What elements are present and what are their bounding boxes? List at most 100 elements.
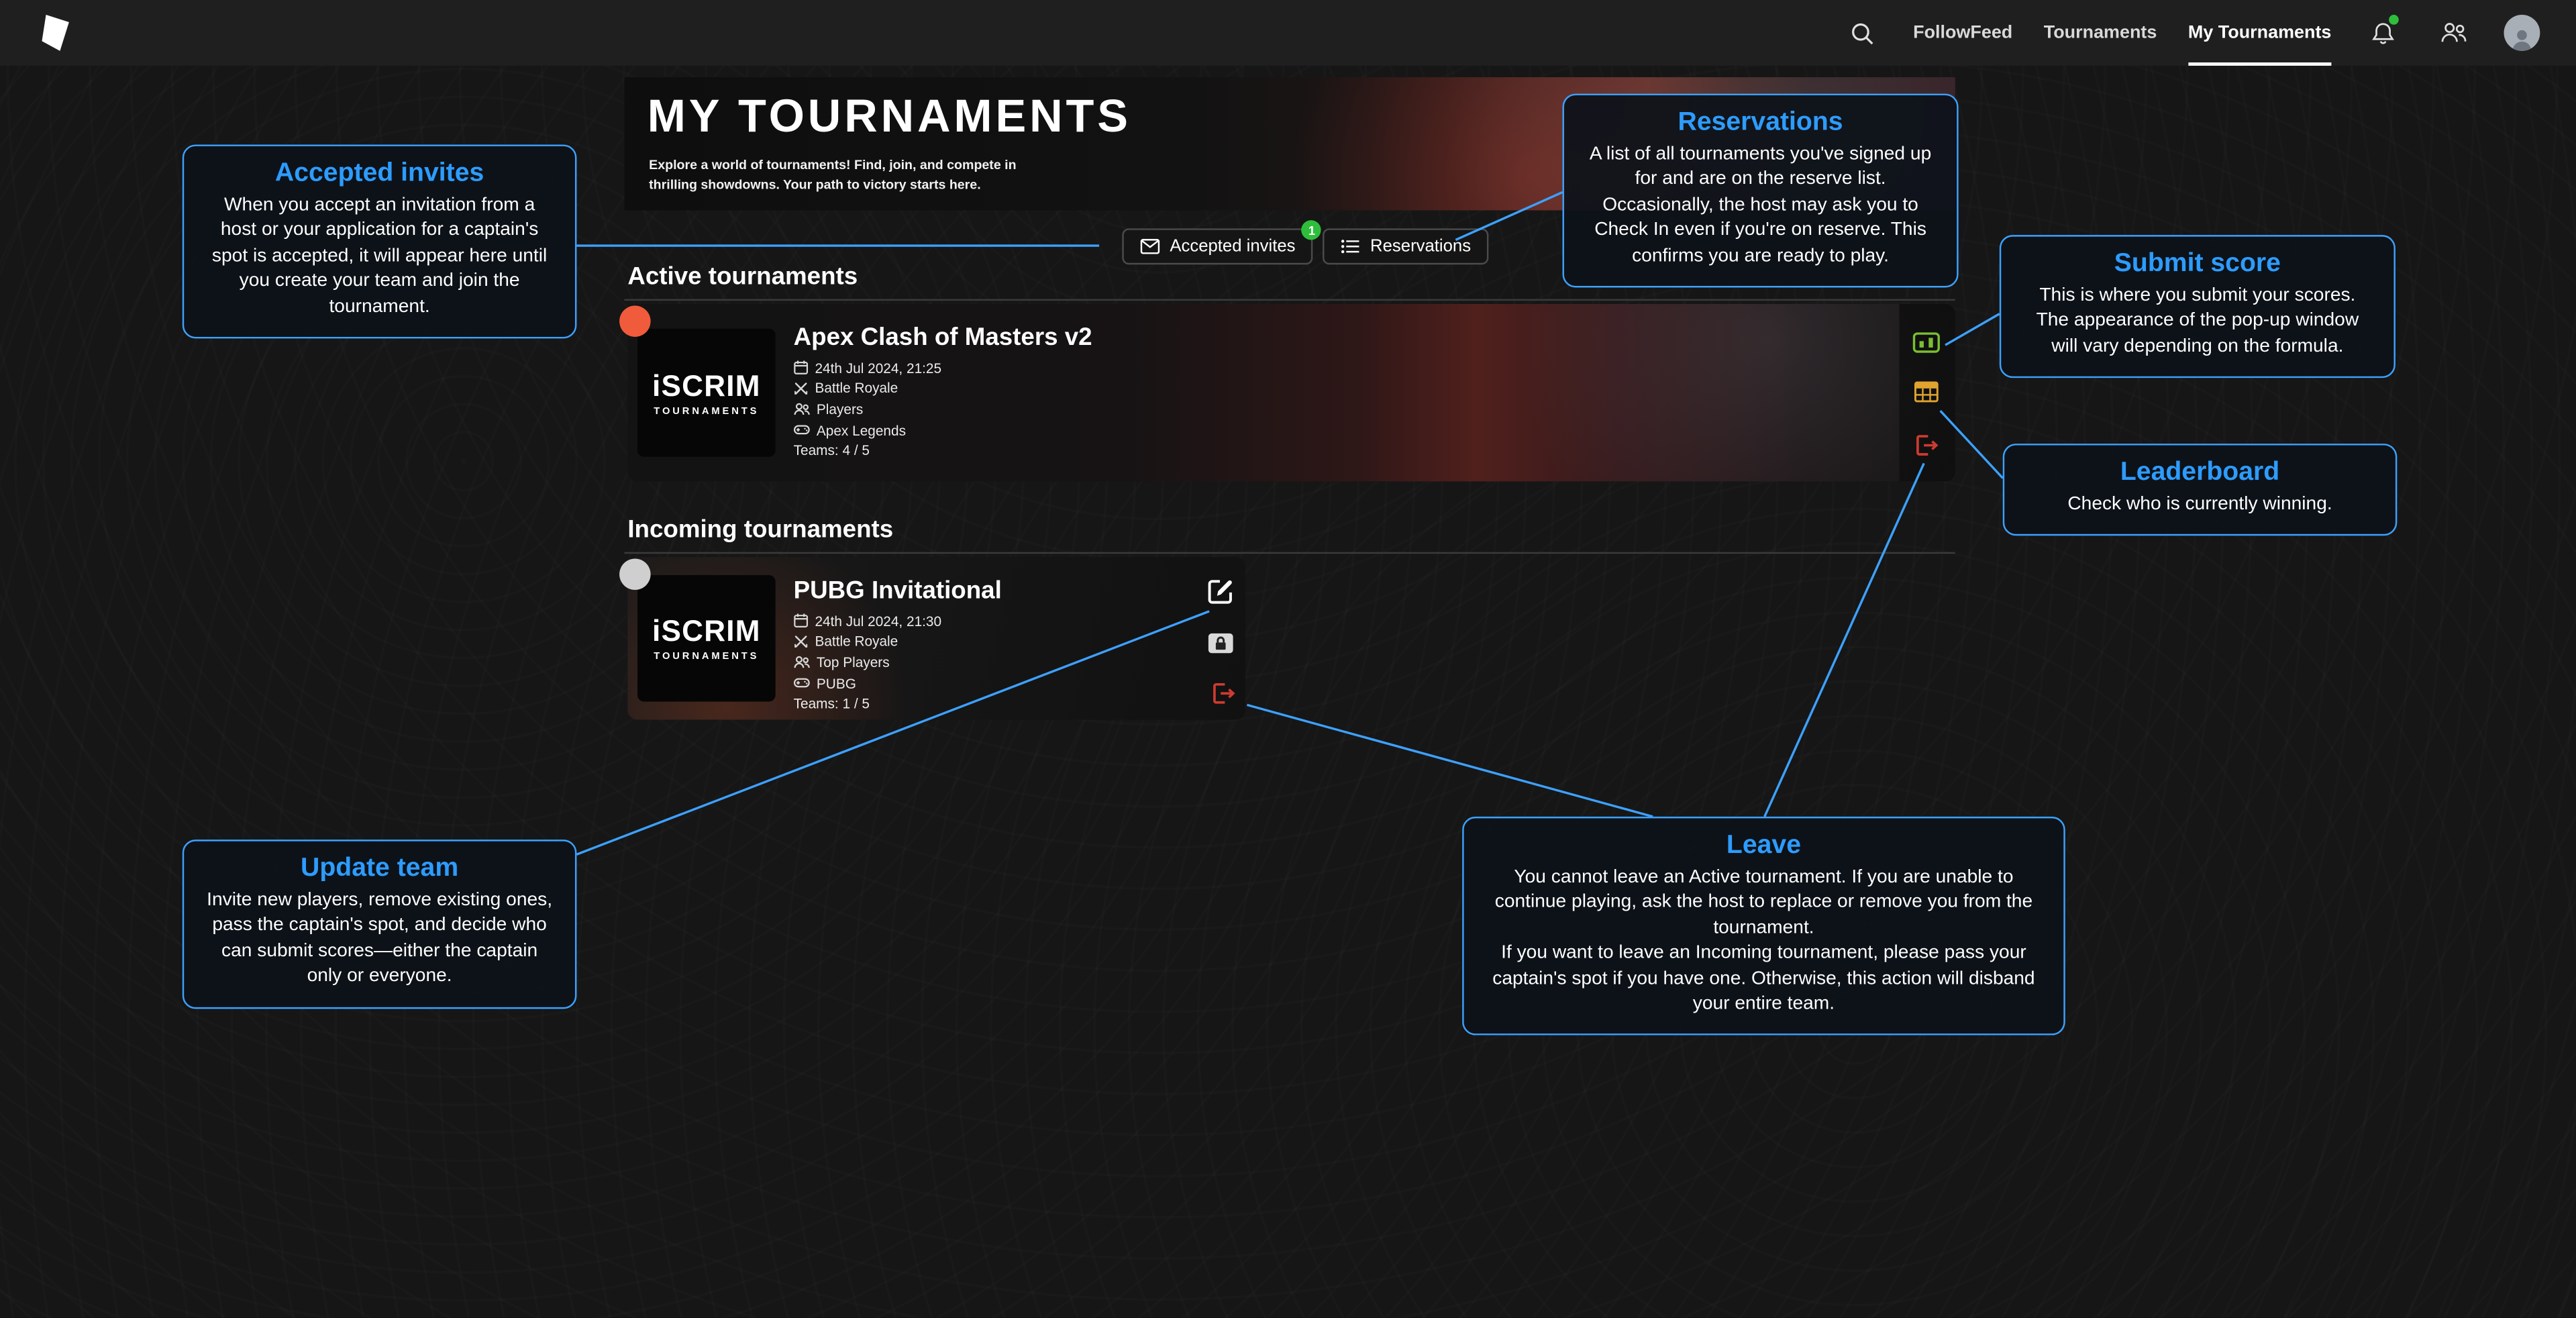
organizer-logo-text: iSCRIM [652,368,761,402]
detail-players-text: Players [816,401,864,417]
detail-format: Battle Royale [794,380,941,397]
detail-format-text: Battle Royale [815,633,898,650]
app-logo[interactable] [36,11,76,54]
notifications-button[interactable] [2363,13,2402,53]
players-icon [794,656,810,668]
incoming-status-dot [619,558,651,591]
callout-body: Invite new players, remove existing ones… [207,891,553,986]
submit-score-icon [1912,332,1940,353]
notification-dot [2389,15,2399,25]
tournament-card-incoming[interactable]: iSCRIM TOURNAMENTS PUBG Invitational 24t… [619,557,1245,720]
envelope-icon [1140,239,1160,254]
detail-date: 24th Jul 2024, 21:30 [794,612,942,629]
edit-pencil-icon [1208,580,1232,604]
callout-reservations: Reservations A list of all tournaments y… [1562,93,1959,288]
crossed-swords-icon [794,636,808,648]
gamepad-icon [793,678,810,688]
logo-icon [42,15,69,51]
detail-game-text: PUBG [816,674,856,691]
calendar-icon [794,614,809,628]
top-navbar: FollowFeed Tournaments My Tournaments [0,0,2576,66]
organizer-logo-subtext: TOURNAMENTS [654,407,760,417]
page-title: MY TOURNAMENTS [647,90,1131,142]
accepted-invites-button[interactable]: Accepted invites 1 [1122,220,1322,265]
detail-players: Players [794,401,941,417]
callout-body: When you accept an invitation from a hos… [211,195,548,317]
callout-accepted-invites: Accepted invites When you accept an invi… [182,144,577,339]
callout-title: Reservations [1678,108,1843,137]
callout-title: Accepted invites [274,159,484,188]
callout-update-team: Update team Invite new players, remove e… [182,840,577,1009]
tournament-card-active[interactable]: iSCRIM TOURNAMENTS Apex Clash of Masters… [619,303,1955,482]
search-icon [1851,22,1873,44]
update-team-button[interactable] [1204,575,1237,608]
organizer-logo-subtext: TOURNAMENTS [654,652,760,662]
active-status-dot [619,305,651,337]
avatar-person-icon [2512,30,2532,51]
callout-title: Update team [301,854,459,882]
navbar-right: FollowFeed Tournaments My Tournaments [1843,0,2540,66]
organizer-logo-text: iSCRIM [652,614,761,648]
accepted-invites-badge: 1 [1302,220,1322,240]
organizer-logo: iSCRIM TOURNAMENTS [637,574,776,702]
leave-tournament-button[interactable] [1211,682,1236,705]
callout-leaderboard: Leaderboard Check who is currently winni… [2002,444,2398,537]
organizer-logo: iSCRIM TOURNAMENTS [637,328,776,457]
detail-date-text: 24th Jul 2024, 21:25 [815,359,942,376]
leave-icon [1916,435,1939,456]
detail-teams-text: Teams: 4 / 5 [793,442,870,459]
leaderboard-icon [1914,381,1939,403]
detail-teams-text: Teams: 1 / 5 [793,695,870,712]
active-section-divider [624,299,1955,301]
detail-players: Top Players [794,654,941,670]
callout-body: Check who is currently winning. [2067,494,2332,515]
detail-format: Battle Royale [794,633,941,650]
search-button[interactable] [1843,13,1882,53]
accepted-invites-label: Accepted invites [1170,236,1296,256]
submit-score-button[interactable] [1912,330,1941,355]
leave-tournament-button[interactable] [1914,434,1939,456]
detail-format-text: Battle Royale [815,380,898,397]
reservations-button[interactable]: Reservations [1323,228,1490,265]
callout-leave: Leave You cannot leave an Active tournam… [1462,816,2065,1036]
callout-body: If you want to leave an Incoming tournam… [1492,943,2035,1014]
hero-subtitle: Explore a world of tournaments! Find, jo… [649,158,1017,192]
nav-link-followfeed[interactable]: FollowFeed [1913,23,2013,43]
people-icon [2440,23,2466,42]
callout-title: Leaderboard [2120,458,2280,487]
lock-icon [1208,633,1233,654]
incoming-section-divider [624,552,1955,554]
locked-submit-score-button[interactable] [1208,633,1234,654]
detail-game: PUBG [793,674,941,691]
detail-game-text: Apex Legends [816,421,907,438]
callout-body: You cannot leave an Active tournament. I… [1494,867,2033,938]
detail-game: Apex Legends [793,421,941,438]
leave-icon [1213,682,1235,704]
tournament-details: 24th Jul 2024, 21:25 Battle Royale [793,359,942,459]
gamepad-icon [793,425,810,435]
reservations-label: Reservations [1370,236,1472,256]
callout-body: A list of all tournaments you've signed … [1589,144,1932,266]
bell-icon [2371,22,2393,44]
nav-link-my-tournaments[interactable]: My Tournaments [2187,0,2332,66]
callout-title: Submit score [2114,250,2281,278]
tournament-details: 24th Jul 2024, 21:30 Battle Royale [793,612,942,712]
list-icon [1341,240,1359,254]
tournament-title: PUBG Invitational [793,576,1002,605]
incoming-tournaments-heading: Incoming tournaments [627,515,894,544]
detail-teams: Teams: 4 / 5 [793,442,941,459]
friends-button[interactable] [2433,13,2473,53]
detail-players-text: Top Players [816,654,890,670]
active-tournaments-heading: Active tournaments [627,262,858,291]
detail-date: 24th Jul 2024, 21:25 [794,359,942,376]
detail-teams: Teams: 1 / 5 [793,695,941,712]
nav-link-tournaments[interactable]: Tournaments [2043,23,2157,43]
profile-avatar[interactable] [2504,15,2540,51]
crossed-swords-icon [794,382,808,395]
detail-date-text: 24th Jul 2024, 21:30 [815,612,942,629]
callout-title: Leave [1726,831,1802,860]
leaderboard-button[interactable] [1914,381,1939,403]
callout-submit-score: Submit score This is where you submit yo… [1999,235,2395,378]
tournament-title: Apex Clash of Masters v2 [793,323,1092,352]
